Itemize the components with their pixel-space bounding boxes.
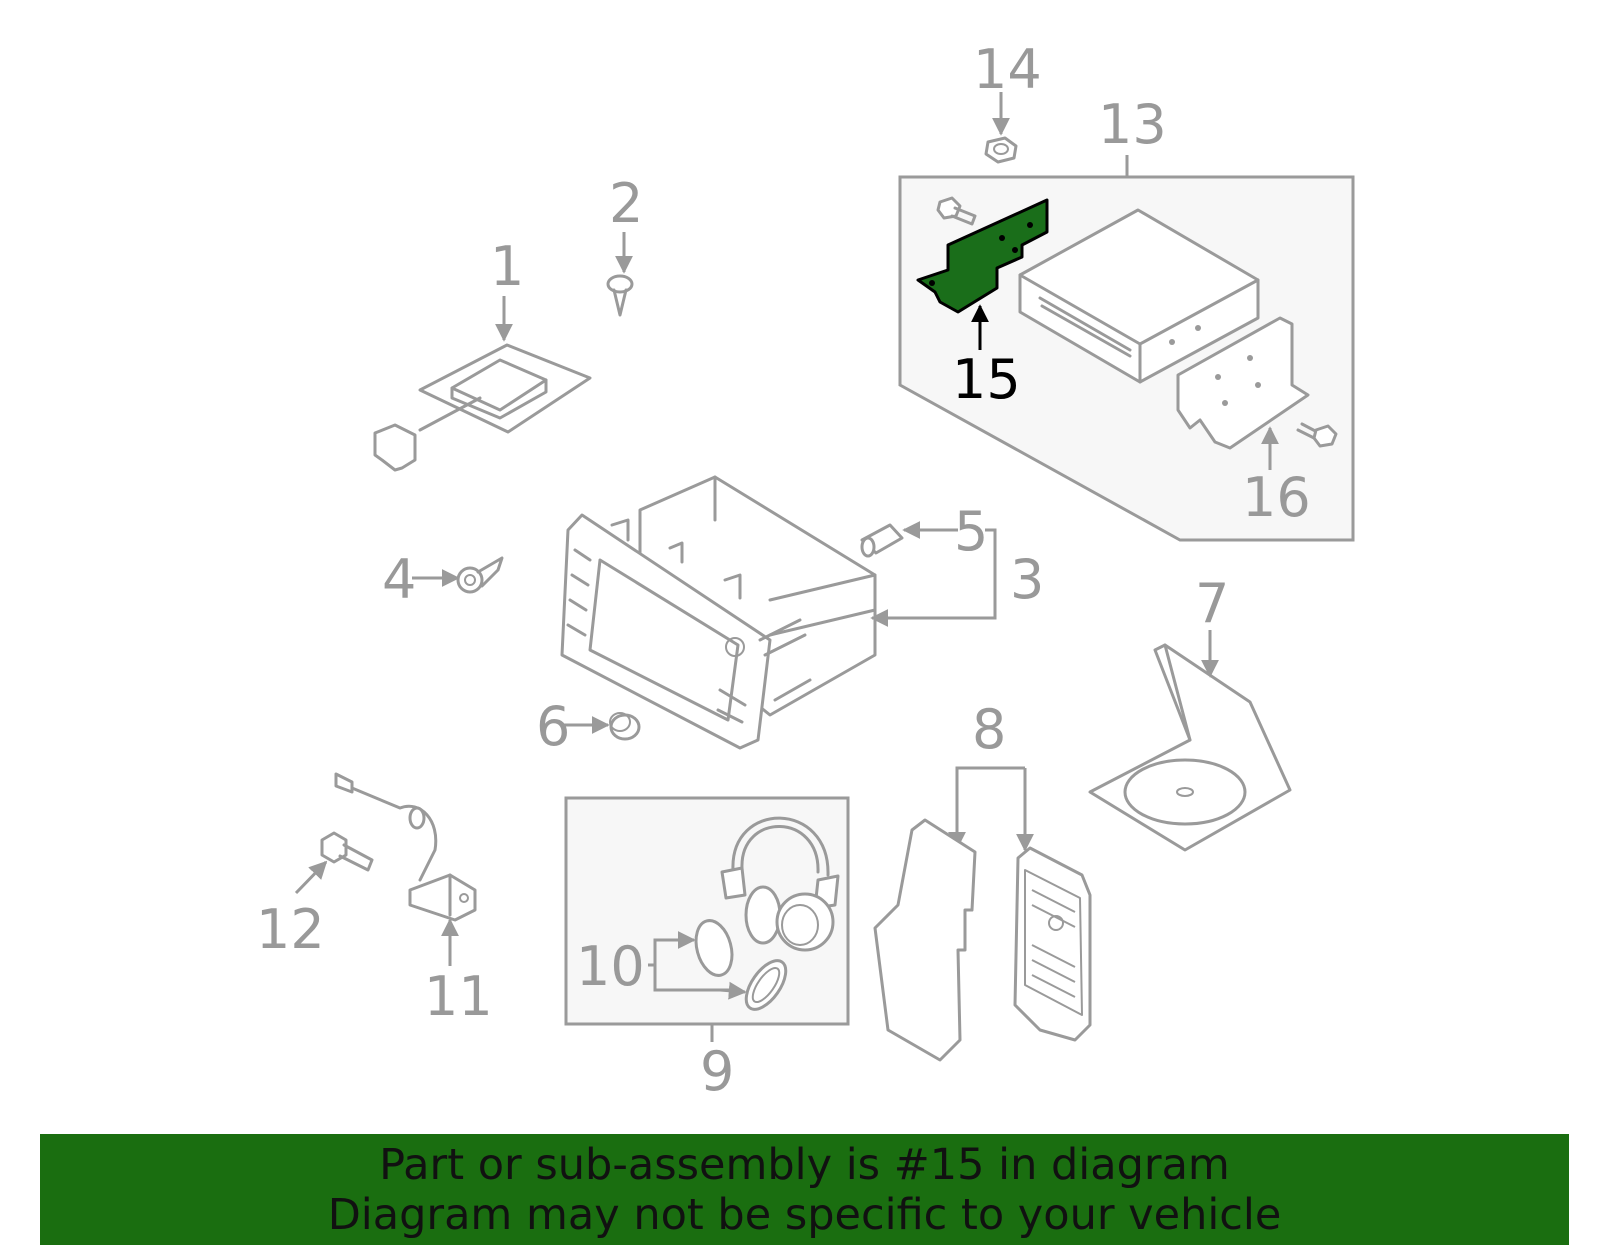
part-4-screw [456, 556, 504, 594]
part-5-bulb [860, 523, 904, 558]
callout-9: 9 [700, 1040, 734, 1103]
part-11-camera [334, 772, 477, 922]
bolt-screw-top [936, 196, 977, 226]
callout-13: 13 [1098, 93, 1167, 156]
callout-14: 14 [973, 38, 1042, 101]
part-14-nut [984, 136, 1018, 164]
part-1-antenna-module [373, 343, 592, 472]
callout-11: 11 [424, 965, 493, 1028]
part-16-bracket [1176, 316, 1310, 450]
bolt-screw-right [1296, 422, 1338, 448]
callout-8: 8 [972, 698, 1006, 761]
part-10-ear-pads [694, 919, 788, 1011]
callout-5: 5 [954, 500, 988, 563]
callout-7: 7 [1195, 572, 1229, 635]
banner-line-part-number: Part or sub-assembly is #15 in diagram [379, 1139, 1230, 1190]
part-7-disc [1088, 643, 1292, 852]
callout-10: 10 [576, 935, 645, 998]
part-9-headphones [720, 816, 840, 952]
banner-line-disclaimer: Diagram may not be specific to your vehi… [327, 1189, 1282, 1240]
part-8-remote-control [1013, 846, 1092, 1042]
callout-16: 16 [1242, 466, 1311, 529]
callout-4: 4 [382, 548, 416, 611]
part-12-bolt [320, 831, 374, 872]
callout-6: 6 [536, 695, 570, 758]
notice-banner: Part or sub-assembly is #15 in diagram D… [40, 1134, 1569, 1245]
part-13-navigation-unit [1018, 208, 1260, 384]
callout-15: 15 [952, 348, 1021, 411]
part-8-remote-holder [873, 818, 977, 1062]
callout-3: 3 [1010, 548, 1044, 611]
part-3-head-unit [560, 475, 877, 750]
callout-12: 12 [256, 898, 325, 961]
callout-2: 2 [609, 172, 643, 235]
part-2-clip [606, 274, 634, 317]
part-6-knob [609, 712, 641, 741]
callout-1: 1 [490, 235, 524, 298]
part-15-bracket-highlighted [916, 198, 1049, 314]
